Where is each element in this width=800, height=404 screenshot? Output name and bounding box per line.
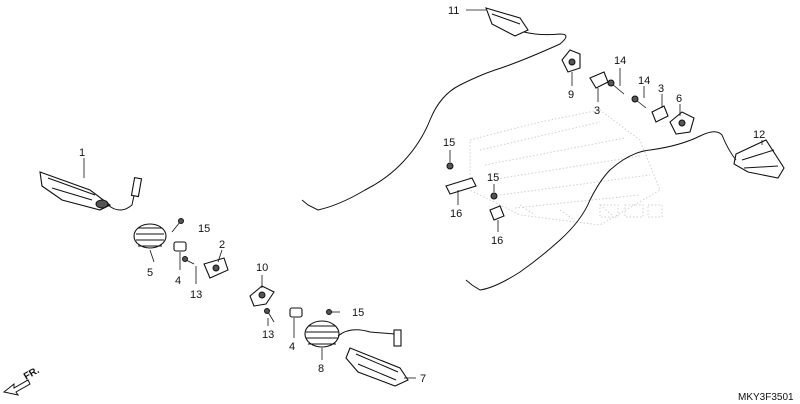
collar-part-4 — [173, 241, 187, 252]
callout-3b: 3 — [658, 83, 664, 95]
callout-5: 5 — [147, 267, 153, 279]
collar-part-3 — [589, 71, 609, 89]
front-right-winker-lens — [345, 347, 409, 387]
callout-14a: 14 — [614, 55, 626, 67]
callout-6: 6 — [676, 93, 682, 105]
callout-15b: 15 — [352, 307, 364, 319]
rear-left-winker-lens — [485, 7, 529, 37]
front-left-winker-wire — [107, 179, 141, 211]
rear-right-winker-lens — [733, 139, 785, 179]
clip-part-15d — [490, 192, 498, 200]
clip-part-16 — [445, 177, 477, 195]
bracket-part-2 — [203, 257, 229, 279]
callout-7: 7 — [420, 373, 426, 385]
callout-10: 10 — [256, 262, 268, 274]
front-direction-arrow-icon — [2, 379, 31, 396]
callout-2: 2 — [219, 239, 225, 251]
front-right-winker-wire — [337, 329, 399, 343]
callout-14b: 14 — [638, 75, 650, 87]
wire-connector-b — [393, 329, 402, 347]
screw-part-13 — [182, 256, 195, 265]
wire-connector — [130, 176, 143, 198]
leader-lines — [83, 9, 763, 379]
callout-15a: 15 — [198, 223, 210, 235]
bracket-part-10 — [249, 285, 275, 307]
callout-4b: 4 — [289, 341, 295, 353]
callout-8: 8 — [318, 363, 324, 375]
screw-part-14 — [607, 79, 625, 95]
screw-part-15b — [326, 309, 340, 315]
callout-16b: 16 — [491, 235, 503, 247]
collar-part-3b — [651, 105, 669, 123]
callout-12: 12 — [753, 129, 765, 141]
callout-16a: 16 — [450, 208, 462, 220]
rear-right-winker-wire — [465, 131, 737, 291]
diagram-code: MKY3F3501 — [738, 392, 794, 403]
rubber-part-9 — [561, 49, 581, 73]
screw-part-13b — [264, 308, 275, 323]
rubber-part-6 — [669, 111, 695, 135]
screw-part-14b — [631, 95, 647, 109]
front-left-winker-lens — [39, 171, 112, 211]
collar-part-4b — [289, 307, 303, 318]
callout-13a: 13 — [190, 289, 202, 301]
clip-part-16b — [489, 205, 505, 221]
callout-15c: 15 — [443, 137, 455, 149]
callout-13b: 13 — [262, 329, 274, 341]
direction-label: FR. — [22, 365, 42, 383]
socket-part-5 — [133, 223, 167, 249]
callout-1: 1 — [79, 147, 85, 159]
callout-11: 11 — [448, 5, 459, 17]
callout-15d: 15 — [487, 172, 499, 184]
socket-part-8 — [304, 320, 340, 348]
callout-4a: 4 — [175, 275, 181, 287]
rear-left-winker-wire — [301, 31, 567, 211]
screw-part-15 — [171, 218, 184, 233]
callout-9: 9 — [568, 89, 574, 101]
brand-watermark — [469, 109, 663, 226]
clip-part-15c — [446, 162, 454, 170]
callout-3a: 3 — [594, 105, 600, 117]
